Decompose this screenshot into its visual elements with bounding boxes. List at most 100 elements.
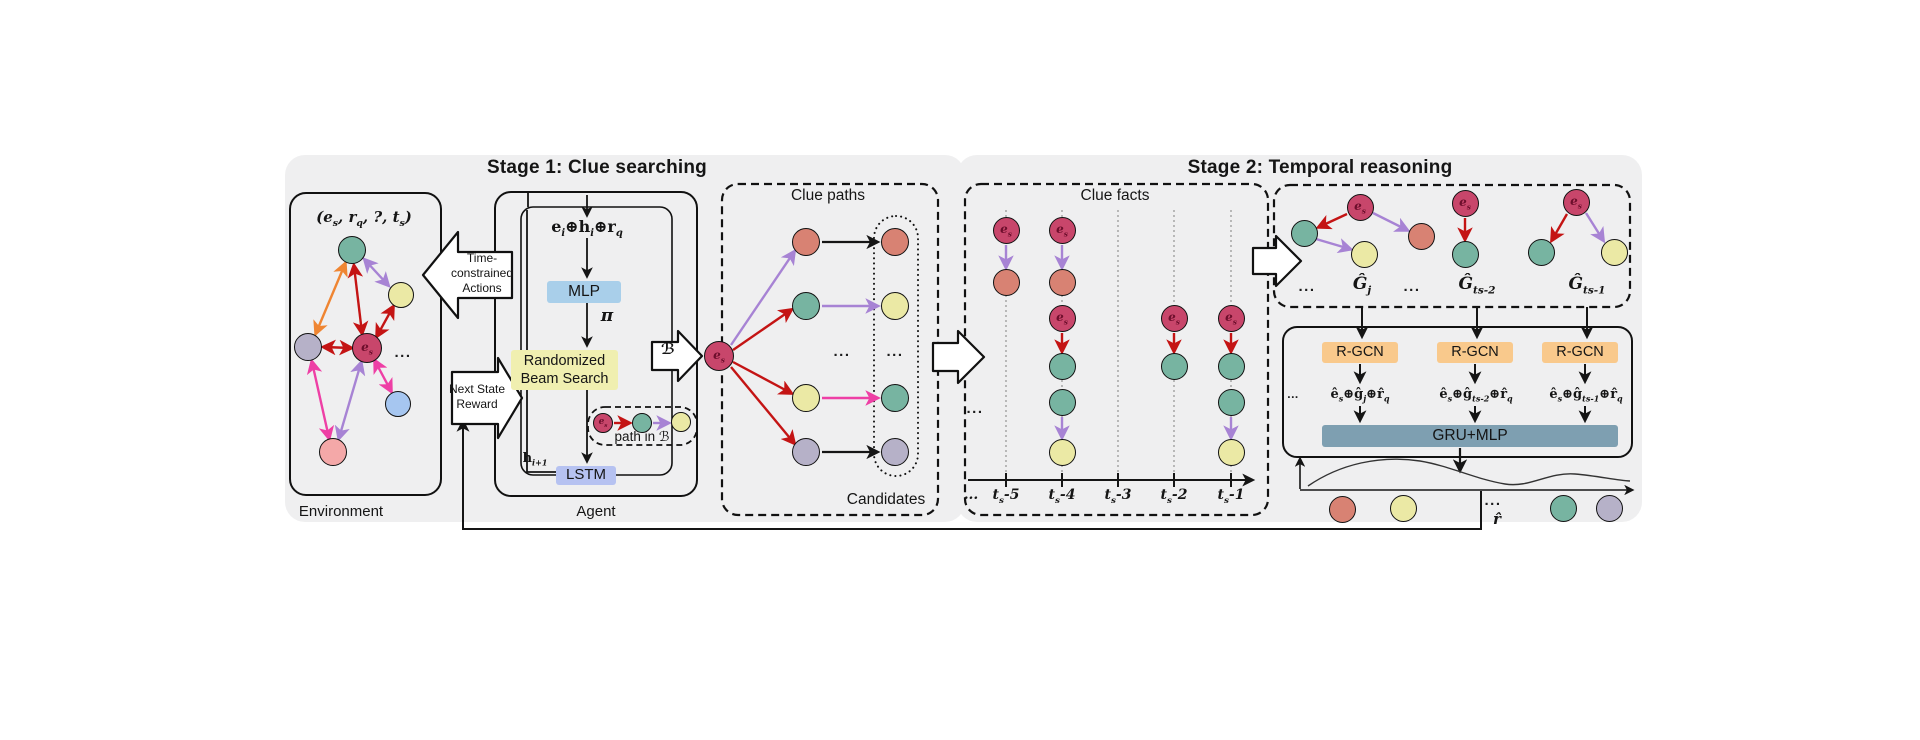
- entity-node: [319, 438, 347, 466]
- timeline-label-ts4: ts-4: [1048, 487, 1076, 506]
- rgcn-box-3: R-GCN: [1542, 342, 1618, 363]
- clue-paths-label: Clue paths: [790, 187, 866, 204]
- entity-node-label: es: [1000, 221, 1012, 239]
- entity-node: [881, 292, 909, 320]
- rgcn-label-1: R-GCN: [1336, 344, 1384, 361]
- entity-node: [792, 292, 820, 320]
- entity-node: [792, 438, 820, 466]
- entity-node-es: es: [1048, 216, 1076, 244]
- agent-input-formula: ei⊕hi⊕rq: [551, 217, 623, 240]
- entity-node-es: es: [1562, 188, 1590, 216]
- entity-node-es: es: [352, 333, 382, 363]
- entity-node-es: es: [1217, 304, 1245, 332]
- entity-node: [1217, 438, 1245, 466]
- beam-symbol-label: ℬ: [661, 340, 675, 358]
- entity-node: [632, 413, 652, 433]
- environment-ellipsis: ...: [394, 344, 412, 361]
- entity-node: [992, 268, 1020, 296]
- entity-node-es: es: [1346, 193, 1374, 221]
- entity-node-label: es: [1459, 194, 1471, 212]
- entity-node-es: es: [992, 216, 1020, 244]
- stage2-title: Stage 2: Temporal reasoning: [1187, 157, 1453, 178]
- score-distribution-curve: [1307, 458, 1631, 487]
- entity-node-label: es: [361, 339, 373, 357]
- flow-arrows: [456, 193, 1635, 530]
- entity-node-label: es: [1225, 309, 1237, 327]
- entity-node: [1600, 238, 1628, 266]
- entity-node: [671, 412, 691, 432]
- query-tuple: (es, rq, ?, ts): [316, 208, 412, 229]
- mlp-box: MLP: [547, 281, 621, 303]
- entity-node-label: es: [1354, 198, 1366, 216]
- entity-node-es: es: [1451, 189, 1479, 217]
- timeline-label-ts3: ts-3: [1104, 487, 1132, 506]
- entity-node: [1595, 494, 1623, 522]
- stage1-title: Stage 1: Clue searching: [486, 157, 707, 178]
- agent-box: [494, 191, 698, 497]
- agent-label: Agent: [576, 503, 616, 520]
- entity-node-label: es: [1168, 309, 1180, 327]
- entity-node-label: es: [713, 347, 725, 365]
- timeline-label-ts2: ts-2: [1160, 487, 1188, 506]
- policy-pi-label: π: [600, 306, 614, 326]
- entity-node: [294, 333, 322, 361]
- block-arrows: [421, 230, 1303, 440]
- time-constrained-actions-label: Time-constrained Actions: [450, 251, 514, 295]
- entity-node: [1217, 388, 1245, 416]
- entity-node: [881, 438, 909, 466]
- concat-formula-2: ês⊕ĝts-2⊕r̂q: [1439, 387, 1513, 404]
- concat-formula-1: ês⊕ĝj⊕r̂q: [1330, 387, 1390, 404]
- hidden-state-label: hi+1: [522, 451, 548, 468]
- entity-node: [1048, 438, 1076, 466]
- clue-facts-left-ellipsis: ...: [966, 400, 984, 417]
- entity-node: [1217, 352, 1245, 380]
- entity-node-es: es: [704, 341, 734, 371]
- entity-node: [1527, 238, 1555, 266]
- beam-arrow: [650, 329, 704, 383]
- entity-node: [338, 236, 366, 264]
- entity-node: [1048, 352, 1076, 380]
- black-relation-edges: [822, 234, 881, 460]
- subgraphs-box: [1272, 183, 1632, 309]
- entity-node: [1350, 240, 1378, 268]
- entity-node: [792, 384, 820, 412]
- rgcn-label-3: R-GCN: [1556, 344, 1604, 361]
- clue-facts-label: Clue facts: [1080, 187, 1150, 204]
- subgraph-label-gts1: Ĝts-1: [1568, 274, 1606, 297]
- entity-node-label: es: [1570, 193, 1582, 211]
- entity-node: [1290, 219, 1318, 247]
- path-in-beam-box: [587, 406, 698, 446]
- candidates-box: [873, 215, 919, 477]
- lstm-box: LSTM: [556, 466, 616, 485]
- next-state-reward-arrow: [450, 356, 524, 440]
- output-ellipsis: ...: [1484, 492, 1502, 509]
- entity-node-es: es: [1048, 304, 1076, 332]
- entity-node-label: es: [598, 417, 608, 429]
- timeline-label-dots: ...: [963, 487, 979, 503]
- randomized-beam-search-label: Randomized Beam Search: [520, 352, 609, 387]
- formula-ellipsis: ...: [1287, 387, 1299, 401]
- lstm-label: LSTM: [565, 466, 606, 484]
- predicted-answer-label: r̂: [1493, 510, 1501, 528]
- entity-node: [881, 228, 909, 256]
- subgraphs-ellipsis-2: ...: [1403, 278, 1421, 295]
- subgraph-label-gj: Ĝj: [1352, 274, 1372, 297]
- entity-node: [1048, 268, 1076, 296]
- path-in-beam-label: path in ℬ: [614, 429, 670, 444]
- clue-paths-left-ellipsis: ...: [833, 343, 851, 360]
- entity-node: [1407, 222, 1435, 250]
- entity-node: [1328, 495, 1356, 523]
- candidates-label: Candidates: [846, 491, 926, 508]
- mlp-label: MLP: [568, 283, 600, 301]
- entity-node: [881, 384, 909, 412]
- rgcn-box-2: R-GCN: [1437, 342, 1513, 363]
- rgcn-box-1: R-GCN: [1322, 342, 1398, 363]
- rgcn-container-box: [1282, 326, 1633, 458]
- time-constrained-actions-arrow: [421, 230, 514, 320]
- timeline-label-ts5: ts-5: [992, 487, 1020, 506]
- entity-node-es: es: [1160, 304, 1188, 332]
- gru-mlp-box: GRU+MLP: [1322, 425, 1618, 447]
- entity-node: [792, 228, 820, 256]
